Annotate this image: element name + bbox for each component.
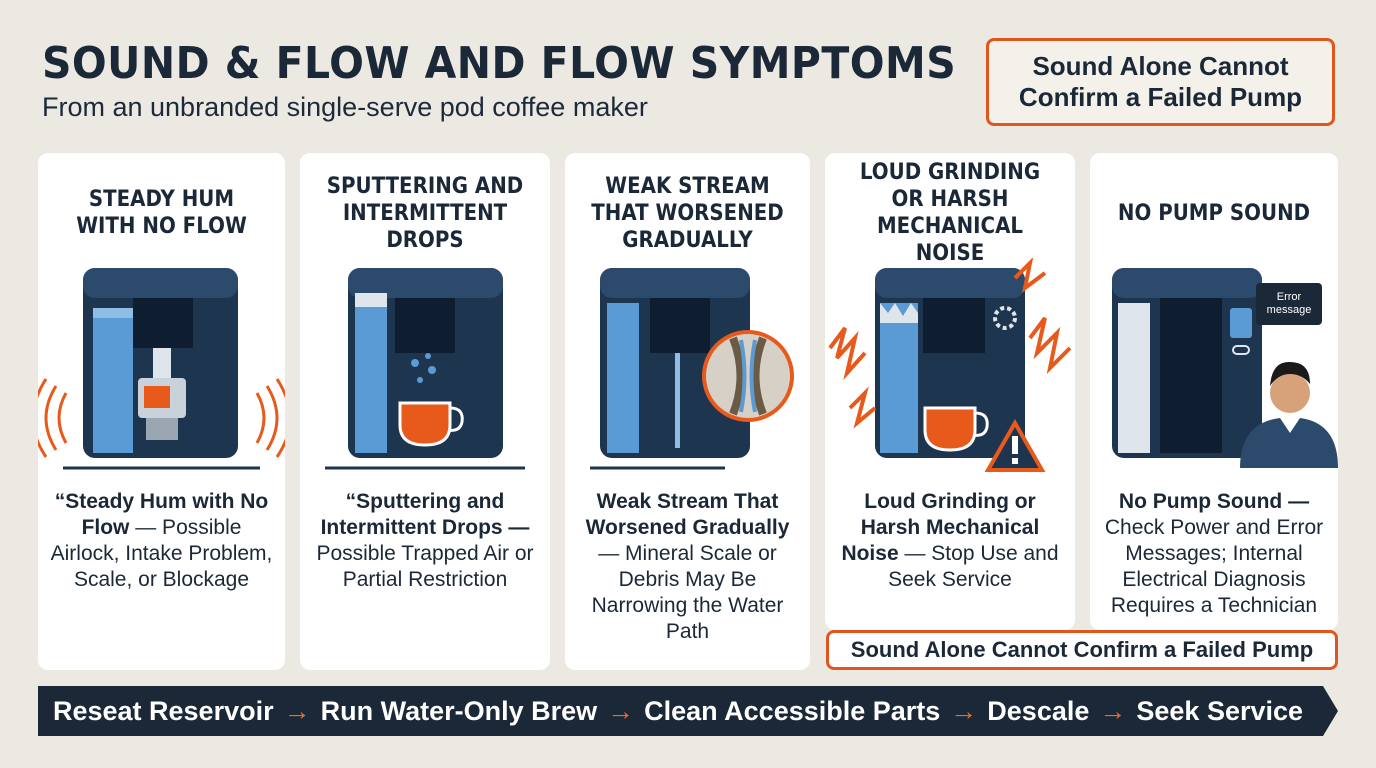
arrow-right-icon: →: [950, 695, 978, 726]
arrow-right-icon: →: [1099, 695, 1127, 726]
bottom-note: Sound Alone Cannot Confirm a Failed Pump: [826, 630, 1338, 670]
steps-row: Reseat Reservoir → Run Water-Only Brew → Cle…: [38, 686, 1318, 736]
card-title: SPUTTERING AND INTERMITTENT DROPS: [326, 173, 524, 253]
arrow-right-icon: →: [283, 695, 311, 726]
step-3: Clean Accessible Parts: [644, 695, 941, 726]
step-4: Descale: [987, 695, 1090, 726]
symptom-card-grinding: LOUD GRINDING OR HARSH MECHANICAL NOISE …: [825, 153, 1075, 630]
page-title: SOUND & FLOW AND FLOW SYMPTOMS: [42, 38, 957, 89]
coffee-maker-technician-icon: [1112, 268, 1338, 468]
card-title: STEADY HUM WITH NO FLOW: [76, 187, 247, 239]
card-description: “Steady Hum with No Flow — Possible Airl…: [50, 490, 273, 591]
symptom-card-sputtering: SPUTTERING AND INTERMITTENT DROPS “Sputt…: [300, 153, 550, 670]
card-title: WEAK STREAM THAT WORSENED GRADUALLY: [591, 173, 784, 253]
callout-top: Sound Alone Cannot Confirm a Failed Pump: [986, 38, 1335, 126]
step-2: Run Water-Only Brew: [320, 695, 598, 726]
step-1: Reseat Reservoir: [52, 695, 274, 726]
symptom-card-steady-hum: STEADY HUM WITH NO FLOW “Steady Hum with…: [38, 153, 285, 670]
coffee-maker-warning-icon: [828, 258, 1072, 472]
card-description: Weak Stream That Worsened Gradually — Mi…: [585, 490, 790, 643]
step-5: Seek Service: [1136, 695, 1304, 726]
coffee-maker-drops-icon: [325, 268, 525, 470]
coffee-maker-hum-icon: [38, 268, 285, 470]
action-steps-banner: Reseat Reservoir → Run Water-Only Brew → Cle…: [38, 686, 1338, 736]
card-title: LOUD GRINDING OR HARSH MECHANICAL NOISE: [859, 160, 1041, 266]
card-title: NO PUMP SOUND: [1117, 200, 1311, 226]
card-description: Loud Grinding or Harsh Mechanical Noise …: [841, 490, 1059, 591]
coffee-maker-scale-icon: [590, 268, 794, 470]
card-description: No Pump Sound — Check Power and Error Me…: [1104, 490, 1324, 617]
error-message-bubble: Error message: [1256, 283, 1322, 325]
symptom-card-no-sound: NO PUMP SOUND Error message No Pump Soun…: [1090, 153, 1338, 630]
symptom-card-weak-stream: WEAK STREAM THAT WORSENED GRADUALLY Weak…: [565, 153, 810, 670]
page-subtitle: From an unbranded single-serve pod coffe…: [42, 92, 648, 122]
card-description: “Sputtering and Intermittent Drops — Pos…: [316, 490, 534, 591]
arrow-right-icon: →: [607, 695, 635, 726]
